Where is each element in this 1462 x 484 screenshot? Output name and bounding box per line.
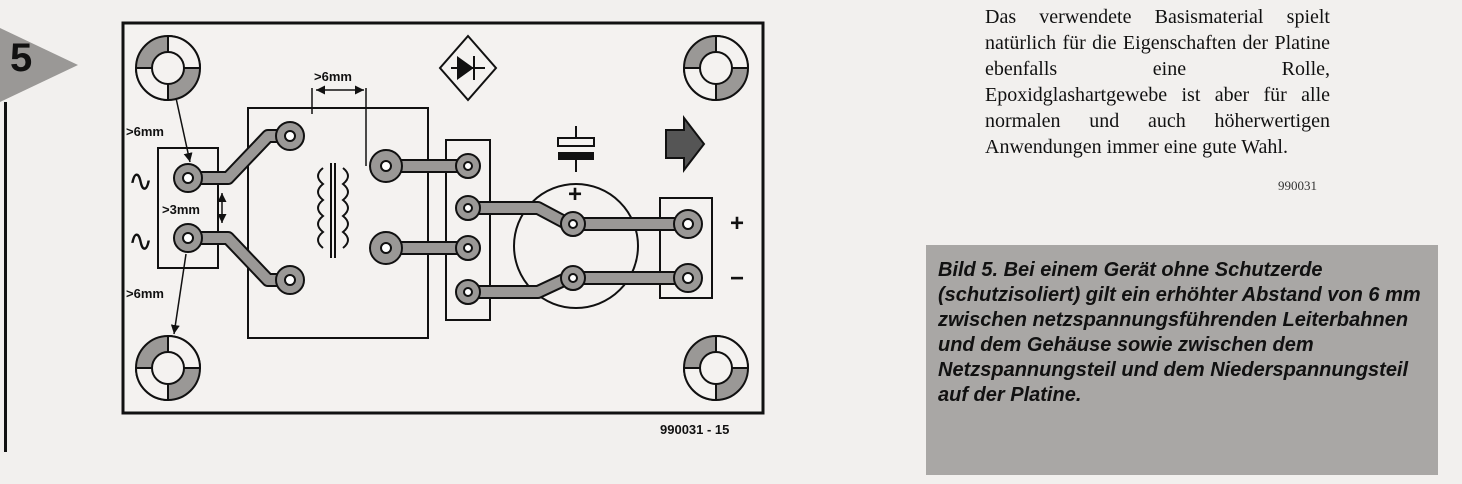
output-arrow-icon bbox=[665, 115, 706, 173]
bridge-rectifier-icon bbox=[438, 34, 498, 102]
label-gap-between: >3mm bbox=[162, 202, 200, 217]
capacitor-outline bbox=[513, 183, 639, 309]
capacitor-icon bbox=[557, 126, 595, 172]
mounting-hole-top-right bbox=[682, 34, 750, 102]
article-ref-id: 990031 bbox=[1278, 178, 1317, 193]
rectifier-block bbox=[445, 139, 491, 321]
section-marker-triangle bbox=[0, 28, 78, 102]
output-terminal bbox=[659, 197, 713, 299]
output-plus-label: + bbox=[730, 210, 744, 237]
mounting-hole-bottom-right bbox=[682, 334, 750, 402]
ac-symbol-lower: ∿ bbox=[128, 224, 153, 259]
caption-box bbox=[926, 245, 1438, 475]
section-marker: 5 bbox=[0, 28, 80, 102]
transformer-coil-icon bbox=[317, 163, 349, 258]
transformer-outline bbox=[247, 107, 429, 339]
traces bbox=[183, 131, 693, 297]
clearance-arrows bbox=[170, 85, 367, 335]
section-rule bbox=[4, 102, 7, 452]
label-gap-top: >6mm bbox=[314, 69, 352, 84]
mounting-hole-top-left bbox=[134, 34, 202, 102]
article-paragraph: Das verwendete Basismaterial spielt natü… bbox=[985, 6, 1330, 158]
pcb-figure: >6mm >6mm >6mm >3mm ∿ ∿ + + − bbox=[118, 18, 768, 418]
section-number: 5 bbox=[10, 36, 33, 80]
figure-id: 990031 - 15 bbox=[660, 422, 730, 437]
ac-symbol-upper: ∿ bbox=[128, 164, 153, 199]
mounting-hole-bottom-left bbox=[134, 334, 202, 402]
cap-plus-label: + bbox=[568, 181, 582, 208]
label-gap-left-lower: >6mm bbox=[126, 286, 164, 301]
figure-caption: Bild 5. Bei einem Gerät ohne Schutzerde … bbox=[938, 259, 1421, 406]
label-gap-left-upper: >6mm bbox=[126, 124, 164, 139]
output-minus-label: − bbox=[730, 265, 744, 292]
pcb-layout-diagram: >6mm >6mm >6mm >3mm ∿ ∿ + + − bbox=[121, 21, 765, 415]
pads bbox=[173, 121, 703, 305]
